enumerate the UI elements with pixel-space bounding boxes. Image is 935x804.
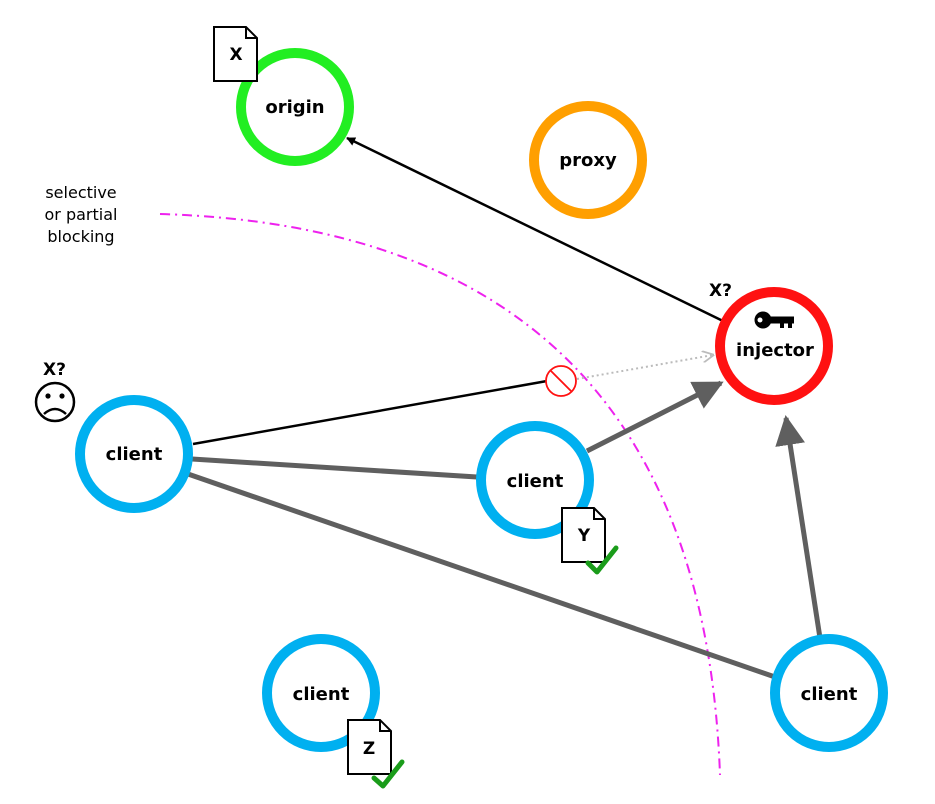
no-entry-icon <box>545 365 577 397</box>
injector-question-label: X? <box>709 281 732 301</box>
link-left-client-to-right-client <box>187 471 776 680</box>
blocking-boundary <box>159 213 721 776</box>
node-client-right-label: client <box>801 684 858 705</box>
link-left-client-request <box>192 379 548 446</box>
document-x: X <box>213 26 258 82</box>
client-question-label: X? <box>43 360 66 380</box>
blocking-caption-line2: or partial <box>45 205 118 224</box>
node-injector: injector <box>715 287 833 405</box>
document-z: Z <box>347 719 405 789</box>
node-client-left: client <box>75 395 193 513</box>
node-origin: origin <box>236 48 354 166</box>
node-origin-label: origin <box>265 97 324 118</box>
file-icon <box>347 719 392 775</box>
file-icon <box>213 26 258 82</box>
blocking-caption-line1: selective <box>45 183 116 202</box>
link-middle-client-to-injector <box>585 380 724 454</box>
link-blocked-continuation <box>576 355 713 380</box>
checkmark-icon <box>585 545 619 575</box>
link-right-client-to-injector <box>775 415 823 639</box>
node-proxy: proxy <box>529 101 647 219</box>
document-y: Y <box>561 507 619 575</box>
link-left-client-to-middle-client <box>191 456 478 480</box>
blocking-caption-line3: blocking <box>47 227 114 246</box>
node-client-left-label: client <box>106 444 163 465</box>
node-client-middle-label: client <box>507 471 564 492</box>
blocking-caption: selective or partial blocking <box>45 183 118 246</box>
checkmark-icon <box>371 759 405 789</box>
document-z-label: Z <box>363 739 375 759</box>
node-proxy-label: proxy <box>559 150 617 171</box>
link-injector-to-origin <box>346 136 724 323</box>
document-x-label: X <box>229 45 242 65</box>
node-injector-label: injector <box>736 340 814 361</box>
document-y-label: Y <box>577 526 591 546</box>
node-client-bottom-label: client <box>293 684 350 705</box>
file-icon <box>561 507 606 563</box>
key-icon <box>754 311 794 329</box>
node-client-right: client <box>770 634 888 752</box>
sad-face-icon <box>34 381 76 423</box>
